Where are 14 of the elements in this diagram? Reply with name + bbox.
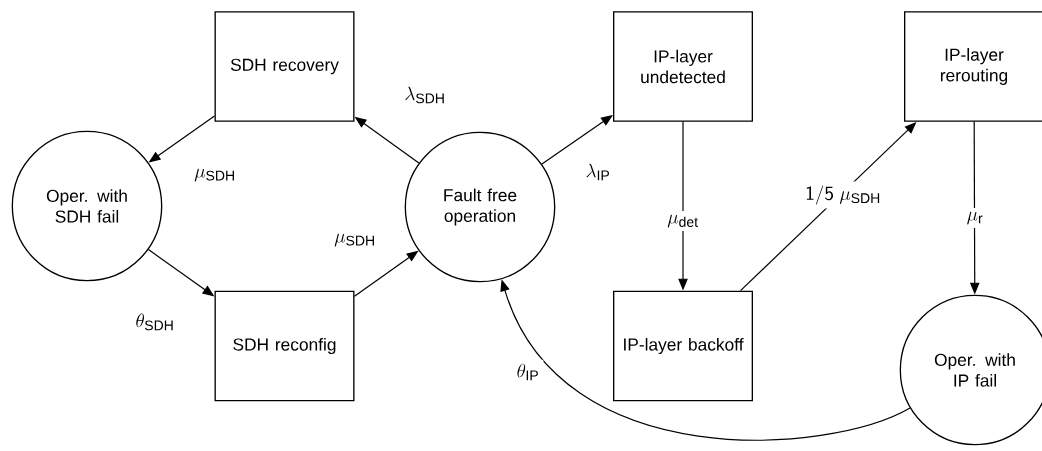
edge-label: $\lambda_{\mathrm{SDH}}$ [405, 86, 444, 104]
state-box: IP-layer backoff [613, 290, 753, 402]
edge-label: $\lambda_{\mathrm{IP}}$ [586, 163, 610, 181]
state-box: SDH recovery [214, 11, 355, 122]
edge-label: $\mu_{\mathrm{SDH}}$ [334, 233, 374, 247]
state-box: IP-layer undetected [613, 11, 753, 122]
edge-label: $\mu_{\mathrm{r}}$ [962, 208, 988, 228]
state-box: SDH reconfig [214, 290, 355, 402]
edge-label: $\mu_{\mathrm{det}}$ [663, 211, 703, 231]
state-box: IP-layer rerouting [904, 11, 1042, 122]
edge-label: $\theta_{\mathrm{SDH}}$ [136, 313, 173, 331]
edge-label: $\mu_{\mathrm{SDH}}$ [194, 168, 234, 182]
edge-label: $\theta_{\mathrm{IP}}$ [512, 359, 544, 385]
edge-label: $\mathsf{1/5}\;\mu_{\mathrm{SDH}}$ [801, 181, 885, 209]
